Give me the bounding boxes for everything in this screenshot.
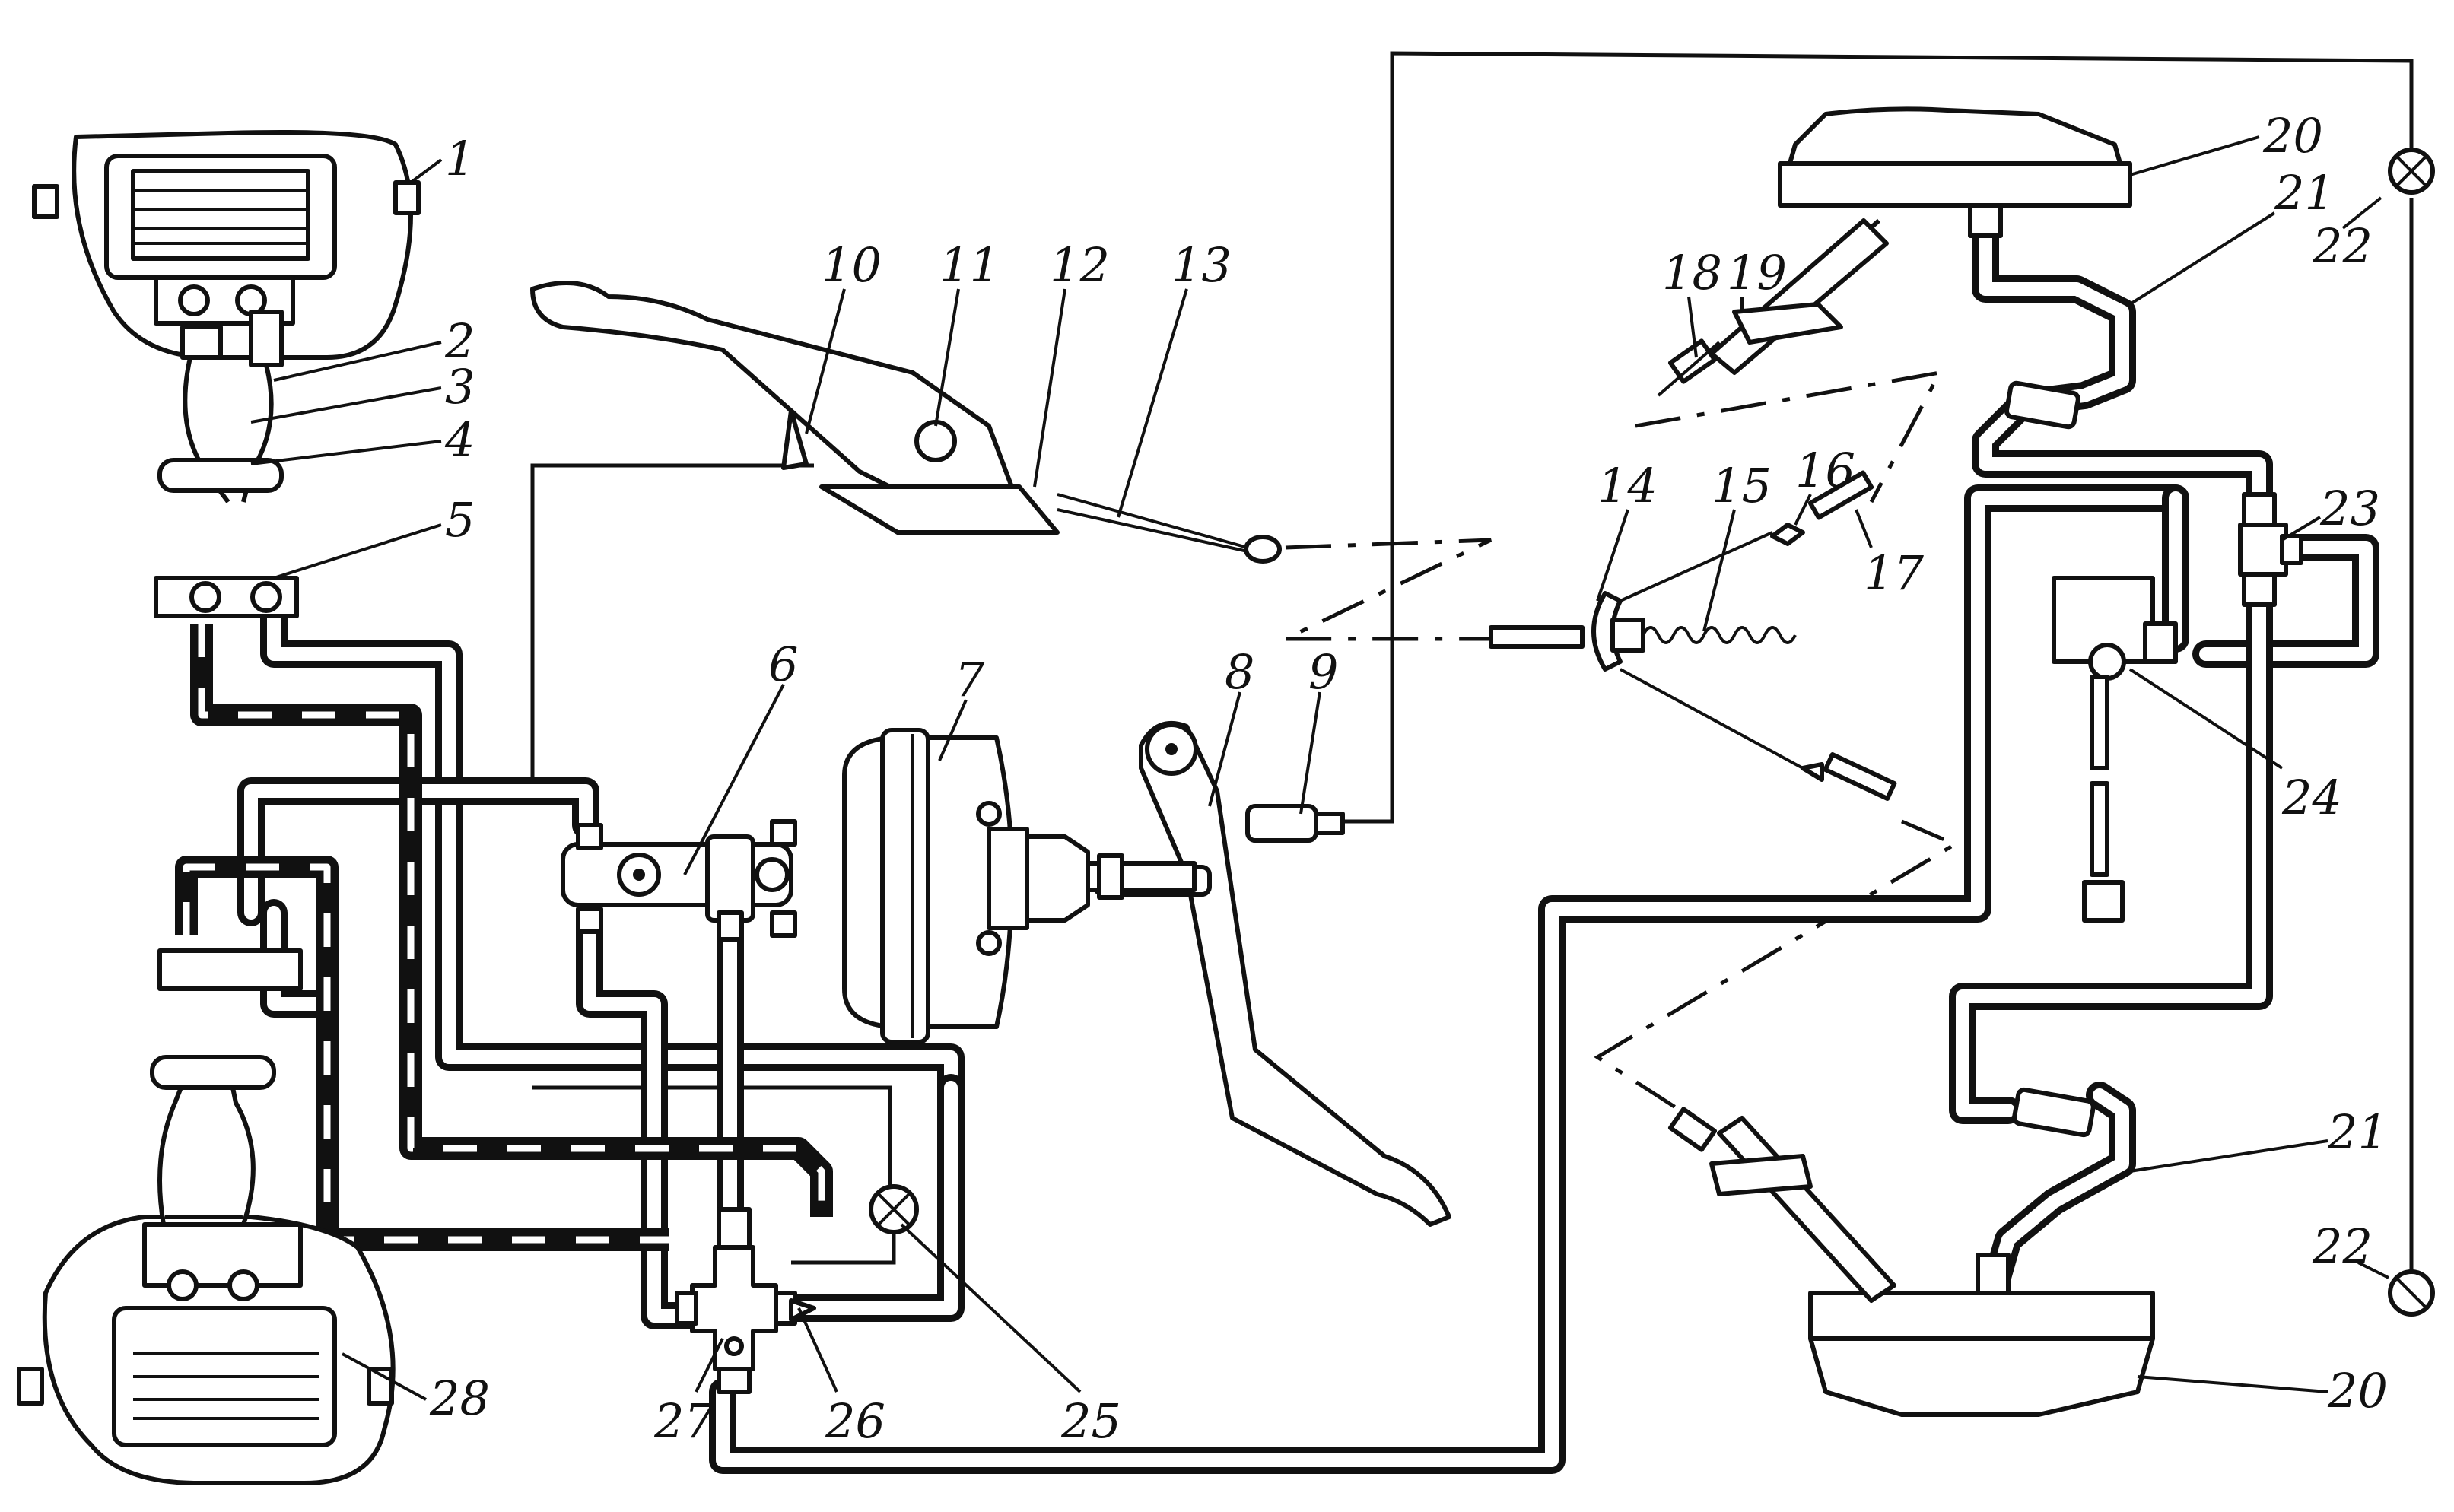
- label-12: 12: [1050, 237, 1110, 293]
- cable-equalizer: [1489, 470, 1897, 801]
- brake-master-cylinder: [561, 819, 797, 942]
- label-16: 16: [1795, 443, 1855, 498]
- label-8: 8: [1225, 644, 1254, 700]
- label-4: 4: [444, 412, 475, 468]
- label-24: 24: [2281, 770, 2342, 825]
- label-2: 2: [444, 313, 475, 369]
- warning-lamp: [869, 1184, 919, 1234]
- brake-light-switch: [1245, 804, 1345, 843]
- front-left-brake-caliper: [32, 130, 421, 618]
- parking-cable-adjuster: [1657, 302, 1843, 1196]
- label-22-top: 22: [2312, 218, 2373, 274]
- label-23: 23: [2319, 481, 2380, 536]
- label-21-bottom: 21: [2327, 1104, 2388, 1160]
- pressure-regulator: [675, 1207, 816, 1394]
- leader-lines: [250, 135, 2389, 1401]
- label-22-bottom: 22: [2312, 1218, 2373, 1274]
- label-1: 1: [445, 131, 475, 186]
- label-17: 17: [1864, 545, 1924, 601]
- label-20-top: 20: [2262, 108, 2323, 164]
- label-19: 19: [1727, 245, 1787, 300]
- brake-pedal[interactable]: [1093, 721, 1451, 1227]
- vacuum-brake-booster: [842, 728, 1197, 1044]
- label-21-top: 21: [2274, 165, 2335, 221]
- parking-brake-lever[interactable]: [530, 281, 1282, 564]
- label-18: 18: [1662, 245, 1722, 300]
- label-7: 7: [955, 652, 985, 707]
- label-26: 26: [825, 1393, 885, 1449]
- rear-lamp-lower: [2388, 1269, 2435, 1317]
- label-5: 5: [445, 492, 475, 548]
- front-right-brake-caliper: [17, 948, 396, 1485]
- label-11: 11: [939, 237, 1000, 293]
- label-15: 15: [1712, 458, 1772, 513]
- part-number-labels: 1 2 3 4 5 6 7 8 9 10 11 12 13 14 15 16 1…: [429, 108, 2388, 1449]
- warning-lamp-wiring: [530, 51, 2414, 1278]
- label-3: 3: [445, 359, 475, 415]
- label-10: 10: [822, 237, 882, 293]
- parking-brake-cables: [1284, 370, 1960, 1128]
- label-20-bottom: 20: [2327, 1363, 2388, 1418]
- label-13: 13: [1171, 237, 1232, 293]
- label-27: 27: [653, 1393, 714, 1449]
- label-6: 6: [768, 637, 798, 692]
- rear-drum-brake-lower: [1717, 1116, 2155, 1417]
- label-14: 14: [1597, 458, 1658, 513]
- flexible-hoses: [175, 624, 833, 1251]
- label-25: 25: [1060, 1393, 1121, 1449]
- pipe-unions: [2004, 380, 2096, 1138]
- rear-pressure-regulator: [2052, 576, 2178, 923]
- rear-lamp-upper: [2388, 148, 2435, 195]
- label-28: 28: [429, 1371, 490, 1426]
- brake-pipe-tee: [2238, 492, 2303, 607]
- label-9: 9: [1308, 644, 1338, 700]
